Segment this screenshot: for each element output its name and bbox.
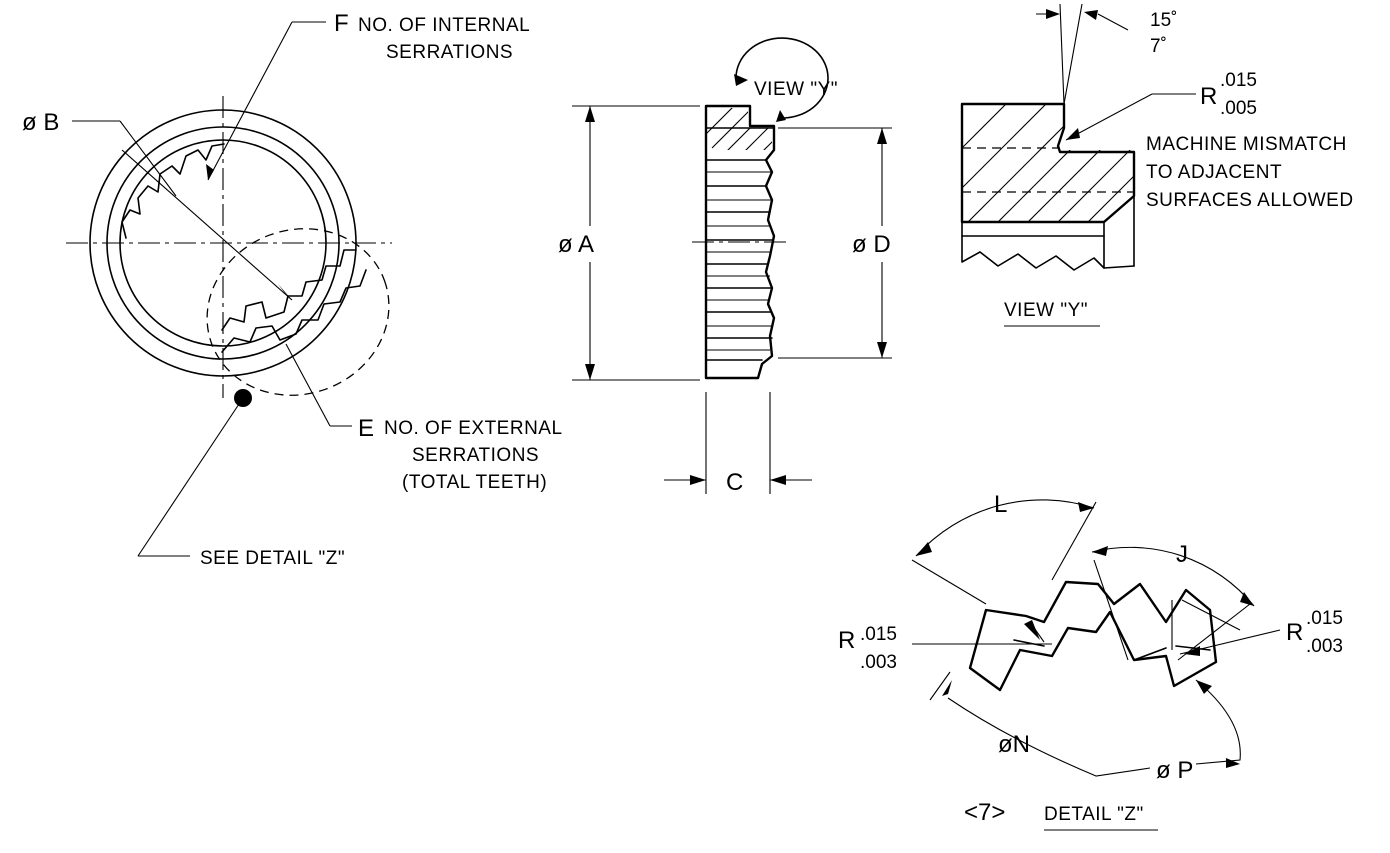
- label-r-left-lo: .003: [860, 652, 897, 673]
- view-y-outline: [960, 102, 1136, 224]
- detail-z-circle: [206, 228, 390, 396]
- external-serrations: [221, 249, 357, 331]
- label-e-text-3: (TOTAL TEETH): [402, 472, 547, 493]
- front-view: [66, 21, 392, 557]
- label-r-right-hi: .015: [1306, 608, 1343, 629]
- side-profile: [704, 104, 776, 380]
- label-r-right-lo: .003: [1306, 636, 1343, 657]
- label-f-text-2: SERRATIONS: [386, 42, 513, 63]
- label-e-text-1: NO. OF EXTERNAL: [384, 418, 563, 439]
- label-r-right: R: [1286, 619, 1303, 646]
- label-dia-a: ø A: [558, 231, 594, 258]
- label-f-text-1: NO. OF INTERNAL: [358, 15, 530, 36]
- label-angle-15: 15˚: [1150, 10, 1177, 31]
- detail-z-profile: [968, 580, 1218, 692]
- label-c: C: [726, 469, 743, 496]
- label-r-top-lo: .005: [1220, 98, 1257, 119]
- label-note-ref: <7>: [964, 799, 1005, 826]
- label-l: L: [994, 491, 1007, 518]
- label-view-y-caption: VIEW "Y": [1004, 300, 1088, 321]
- label-mismatch-1: MACHINE MISMATCH: [1146, 134, 1347, 155]
- detail-z: [911, 499, 1281, 777]
- label-angle-7: 7˚: [1150, 36, 1167, 57]
- label-e: E: [358, 415, 374, 442]
- label-e-text-2: SERRATIONS: [412, 445, 539, 466]
- label-dia-p: ø P: [1156, 757, 1193, 784]
- label-r-left-hi: .015: [860, 624, 897, 645]
- label-detail-caption: DETAIL "Z": [1044, 804, 1144, 825]
- label-j: J: [1176, 541, 1188, 568]
- view-y-circle: [735, 37, 829, 119]
- label-mismatch-2: TO ADJACENT: [1146, 162, 1282, 183]
- label-r-top: R: [1200, 83, 1217, 110]
- label-f: F: [334, 10, 349, 37]
- side-view: [572, 37, 892, 494]
- label-dia-n: øN: [998, 731, 1030, 758]
- label-mismatch-3: SURFACES ALLOWED: [1146, 190, 1354, 211]
- internal-serrations: [121, 143, 225, 239]
- label-see-detail: SEE DETAIL "Z": [200, 548, 345, 569]
- label-r-top-hi: .015: [1220, 70, 1257, 91]
- label-r-left: R: [838, 627, 855, 654]
- label-dia-d: ø D: [852, 231, 891, 258]
- label-view-y-top: VIEW "Y": [754, 79, 838, 100]
- label-dia-b: ø B: [22, 109, 59, 136]
